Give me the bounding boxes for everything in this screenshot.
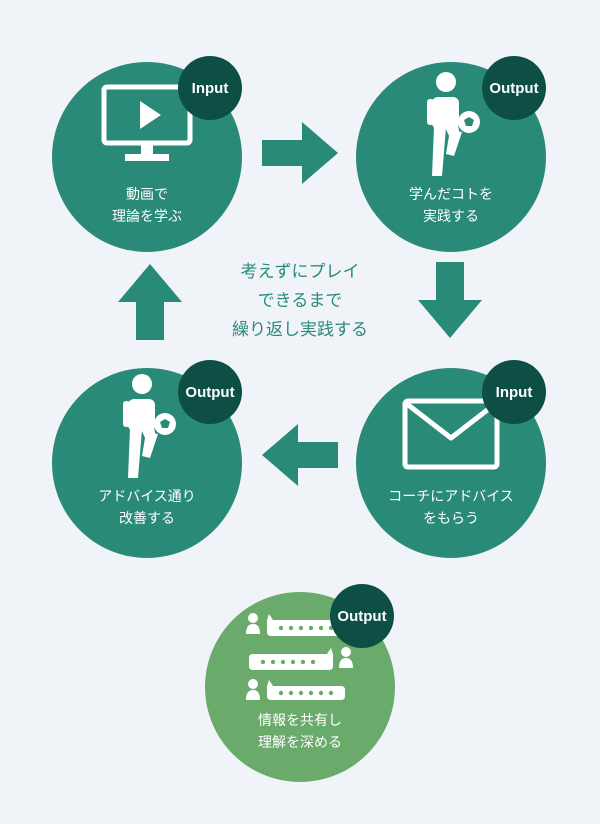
node-label: アドバイス通り 改善する [52,486,242,530]
output-badge: Output [178,360,242,424]
label-line-2: 改善する [119,511,175,527]
caption-line-3: 繰り返し実践する [232,320,368,340]
output-badge: Output [482,56,546,120]
video-monitor-icon [101,84,193,161]
cycle-caption: 考えずにプレイ できるまで 繰り返し実践する [190,258,410,345]
output-badge: Output [330,584,394,648]
label-line-1: 学んだコトを [409,187,493,203]
input-badge: Input [482,360,546,424]
node-label: 情報を共有し 理解を深める [205,710,395,754]
node-label: コーチにアドバイス をもらう [356,486,546,530]
envelope-icon [402,398,500,470]
label-line-1: アドバイス通り [98,489,196,505]
input-badge: Input [178,56,242,120]
label-line-2: 理論を学ぶ [112,209,182,225]
arrow-down-icon [418,262,482,338]
soccer-player-icon [427,72,480,176]
node-label: 学んだコトを 実践する [356,184,546,228]
label-line-2: 実践する [423,209,479,225]
soccer-player-icon [123,374,176,478]
chat-users-icon [246,613,353,700]
caption-line-1: 考えずにプレイ [240,262,360,282]
label-line-1: コーチにアドバイス [388,489,514,505]
label-line-1: 動画で [126,187,168,203]
arrow-up-icon [118,264,182,340]
caption-line-2: できるまで [257,291,343,311]
arrow-right-icon [262,122,338,184]
node-label: 動画で 理論を学ぶ [52,184,242,228]
label-line-2: 理解を深める [258,735,342,751]
label-line-2: をもらう [423,511,479,527]
label-line-1: 情報を共有し [258,713,342,729]
arrow-left-icon [262,424,338,486]
